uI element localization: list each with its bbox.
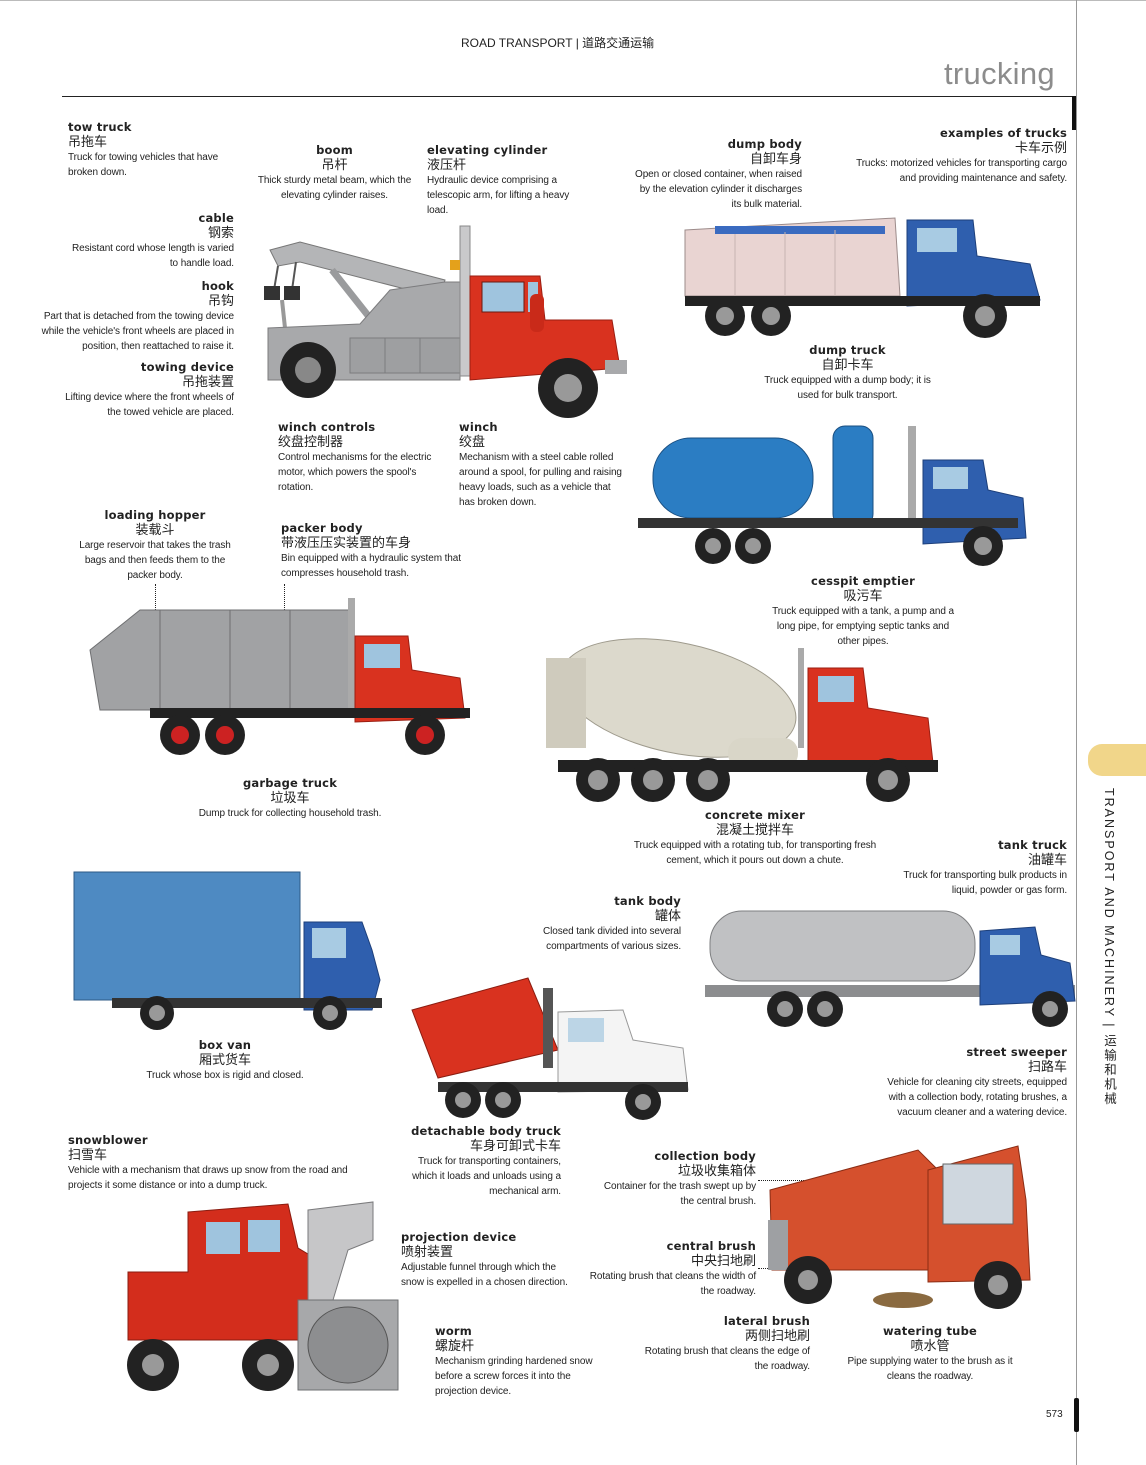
label-winch: winch 绞盘 Mechanism with a steel cable ro… (459, 420, 622, 508)
page-top-border (0, 0, 1146, 1)
label-tow-truck: tow truck 吊拖车 Truck for towing vehicles … (68, 120, 238, 180)
label-examples-of-trucks: examples of trucks 卡车示例 Trucks: motorize… (856, 126, 1067, 184)
label-tank-truck: tank truck 油罐车 Truck for transporting bu… (903, 838, 1067, 896)
detachable-body-truck-illustration (411, 977, 689, 1120)
label-snowblower: snowblower 扫雪车 Vehicle with a mechanism … (68, 1133, 348, 1191)
tow-truck-desc: Truck for towing vehicles that have brok… (68, 152, 219, 178)
label-collection-body: collection body 垃圾收集箱体 Container for the… (603, 1149, 756, 1207)
section-header: ROAD TRANSPORT | 道路交通运输 (461, 36, 655, 50)
header-edge-mark (1072, 96, 1076, 130)
label-packer-body: packer body 带液压压实装置的车身 Bin equipped with… (281, 521, 461, 579)
label-projection-device: projection device 喷射装置 Adjustable funnel… (401, 1230, 568, 1288)
label-cesspit-emptier: cesspit emptier 吸污车 Truck equipped with … (772, 574, 954, 647)
tank-truck-illustration (705, 910, 1076, 1027)
dump-truck-illustration (684, 217, 1041, 338)
right-page-edge (1076, 0, 1077, 1465)
box-van-illustration (73, 871, 382, 1030)
label-dump-body: dump body 自卸车身 Open or closed container,… (635, 137, 802, 210)
label-boom: boom 吊杆 Thick sturdy metal beam, which t… (257, 143, 412, 201)
label-towing-device: towing device 吊拖装置 Lifting device where … (65, 360, 234, 418)
chapter-tab[interactable] (1088, 744, 1146, 776)
label-detachable-body-truck: detachable body truck 车身可卸式卡车 Truck for … (411, 1124, 561, 1197)
label-box-van: box van 厢式货车 Truck whose box is rigid an… (146, 1038, 304, 1081)
label-cable: cable 钢索 Resistant cord whose length is … (72, 211, 234, 269)
footer-edge-mark (1074, 1398, 1079, 1432)
label-loading-hopper: loading hopper 装载斗 Large reservoir that … (79, 508, 231, 581)
label-concrete-mixer: concrete mixer 混凝土搅拌车 Truck equipped wit… (633, 808, 877, 866)
snowblower-illustration (127, 1201, 399, 1391)
leader-collection-body (758, 1180, 848, 1181)
label-winch-controls: winch controls 绞盘控制器 Control mechanisms … (278, 420, 432, 493)
label-garbage-truck: garbage truck 垃圾车 Dump truck for collect… (198, 776, 382, 819)
chapter-tab-label: TRANSPORT AND MACHINERY | 运输和机械 (1102, 788, 1116, 1107)
label-central-brush: central brush 中央扫地刷 Rotating brush that … (589, 1239, 756, 1297)
tow-truck-zh: 吊拖车 (68, 134, 108, 149)
label-worm: worm 螺旋杆 Mechanism grinding hardened sno… (435, 1324, 593, 1397)
garbage-truck-illustration (89, 598, 470, 755)
street-sweeper-illustration (768, 1145, 1031, 1309)
leader-packer-body (284, 584, 285, 624)
header-rule (62, 96, 1072, 97)
label-watering-tube: watering tube 喷水管 Pipe supplying water t… (847, 1324, 1013, 1382)
page-number: 573 (1046, 1409, 1063, 1420)
label-hook: hook 吊钩 Part that is detached from the t… (41, 279, 235, 352)
concrete-mixer-illustration (546, 638, 938, 802)
label-dump-truck: dump truck 自卸卡车 Truck equipped with a du… (764, 343, 931, 401)
cesspit-emptier-illustration (638, 425, 1027, 566)
page-title: trucking (944, 56, 1055, 91)
label-tank-body: tank body 罐体 Closed tank divided into se… (543, 894, 681, 952)
label-elevating-cylinder: elevating cylinder 液压杆 Hydraulic device … (427, 143, 570, 216)
tow-truck-illustration (264, 225, 627, 418)
label-street-sweeper: street sweeper 扫路车 Vehicle for cleaning … (887, 1045, 1067, 1118)
label-lateral-brush: lateral brush 两侧扫地刷 Rotating brush that … (644, 1314, 810, 1372)
tow-truck-name: tow truck (68, 120, 132, 134)
